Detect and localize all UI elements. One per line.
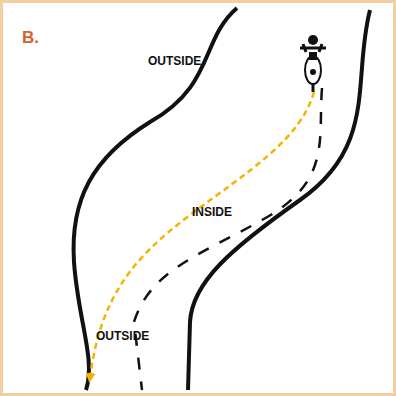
curve-side-label: OUTSIDE xyxy=(96,329,149,343)
panel-letter: B. xyxy=(22,28,39,48)
riding-path xyxy=(90,92,314,378)
curve-side-label: INSIDE xyxy=(192,205,232,219)
motorcycle-symbol xyxy=(300,35,326,92)
road-edge xyxy=(188,10,370,390)
curve-side-label: OUTSIDE xyxy=(148,54,201,68)
